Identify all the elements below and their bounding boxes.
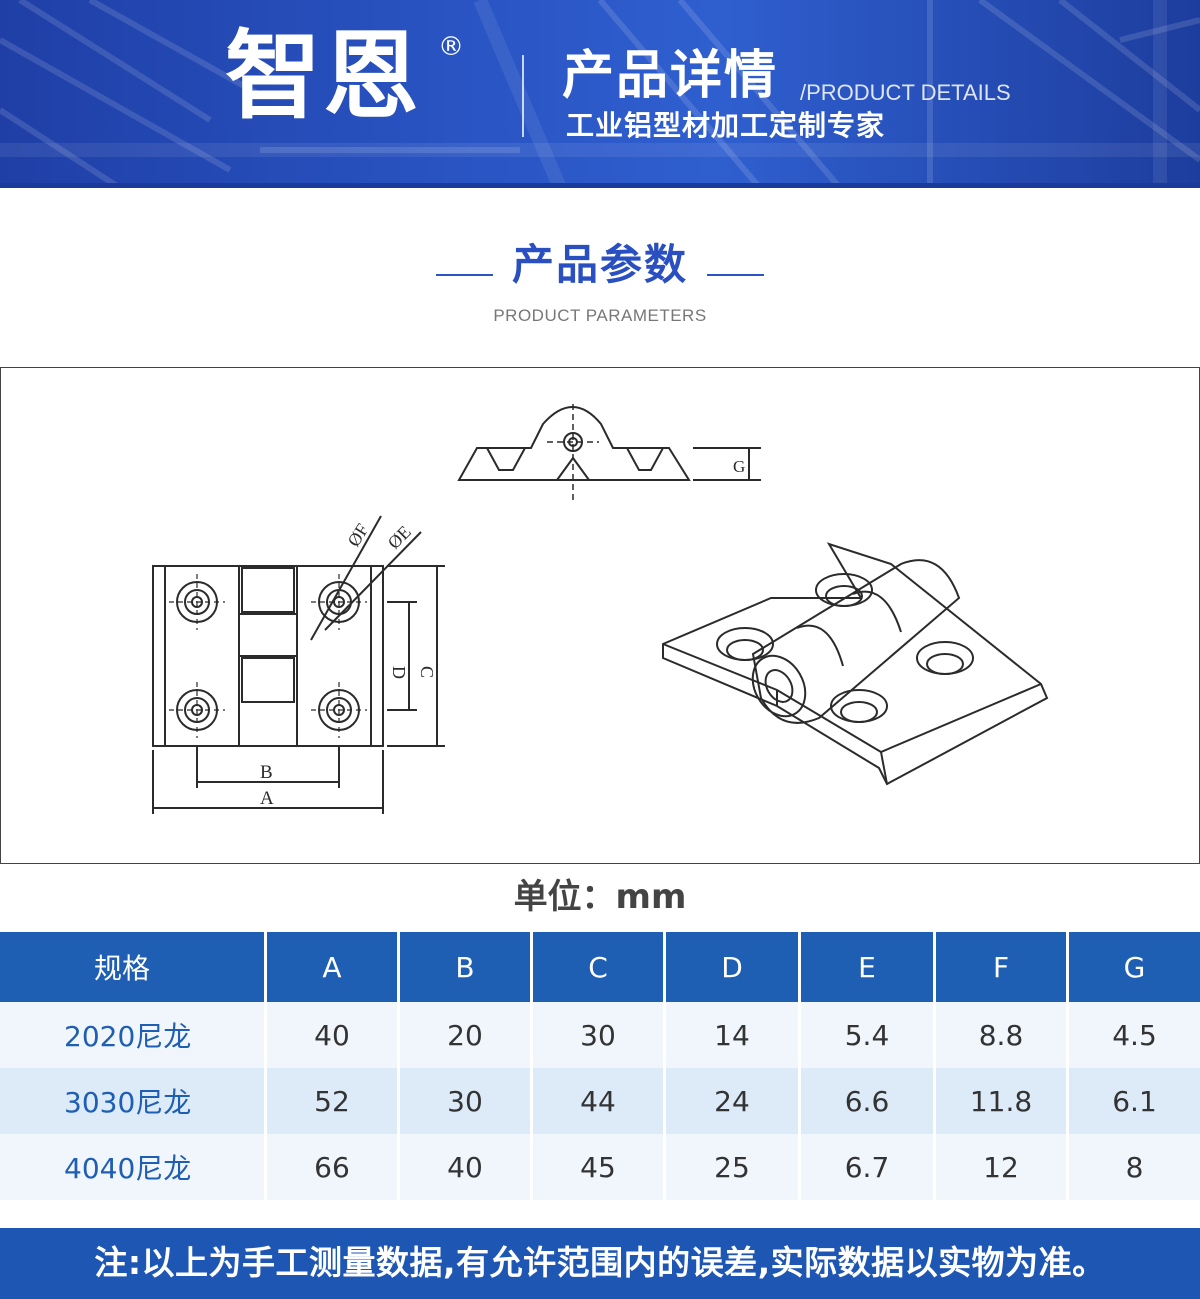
unit-label: 单位：mm xyxy=(513,877,687,917)
banner-subtitle: 工业铝型材加工定制专家 xyxy=(566,109,886,142)
cell-d: 24 xyxy=(666,1068,801,1134)
dim-label-c: C xyxy=(417,666,437,678)
cell-c: 44 xyxy=(533,1068,666,1134)
dim-label-b: B xyxy=(260,762,273,783)
cell-b: 40 xyxy=(400,1134,533,1200)
dim-label-d: D xyxy=(389,666,409,679)
dim-label-a: A xyxy=(260,788,274,809)
cell-spec: 2020尼龙 xyxy=(0,1002,267,1068)
cell-e: 5.4 xyxy=(801,1002,936,1068)
banner-divider xyxy=(522,55,524,137)
hinge-drawing-svg: G xyxy=(152,404,1049,814)
registered-mark: ® xyxy=(438,32,464,62)
cell-f: 11.8 xyxy=(936,1068,1069,1134)
banner-background-pattern xyxy=(0,0,1200,188)
cell-e: 6.7 xyxy=(801,1134,936,1200)
cell-g: 6.1 xyxy=(1069,1068,1200,1134)
header-banner xyxy=(0,0,1200,188)
header-d: D xyxy=(666,932,801,1002)
cell-d: 14 xyxy=(666,1002,801,1068)
table-row: 3030尼龙 52 30 44 24 6.6 11.8 6.1 xyxy=(0,1068,1200,1134)
cell-a: 52 xyxy=(267,1068,400,1134)
technical-drawing: G xyxy=(0,367,1200,864)
header-a: A xyxy=(267,932,400,1002)
dim-label-e: ØE xyxy=(384,522,415,553)
table-row: 2020尼龙 40 20 30 14 5.4 8.8 4.5 xyxy=(0,1002,1200,1068)
section-line-right xyxy=(707,274,764,276)
measurement-note: 注:以上为手工测量数据,有允许范围内的误差,实际数据以实物为准。 xyxy=(94,1243,1106,1282)
cell-c: 45 xyxy=(533,1134,666,1200)
header-b: B xyxy=(400,932,533,1002)
header-e: E xyxy=(801,932,936,1002)
dim-label-f: ØF xyxy=(343,520,372,550)
header-g: G xyxy=(1069,932,1200,1002)
cell-c: 30 xyxy=(533,1002,666,1068)
cell-e: 6.6 xyxy=(801,1068,936,1134)
cell-spec: 4040尼龙 xyxy=(0,1134,267,1200)
section-title: 产品参数 xyxy=(511,240,688,289)
table-header-row: 规格 A B C D E F G xyxy=(0,932,1200,1002)
side-view: G xyxy=(457,404,761,504)
front-view: ØF ØE D C B A xyxy=(152,515,445,814)
cell-f: 12 xyxy=(936,1134,1069,1200)
banner-bottom-strip xyxy=(0,183,1200,188)
cell-g: 8 xyxy=(1069,1134,1200,1200)
banner-title: 产品详情 xyxy=(562,46,779,106)
cell-a: 66 xyxy=(267,1134,400,1200)
dim-label-g: G xyxy=(733,457,745,476)
header-f: F xyxy=(936,932,1069,1002)
cell-b: 20 xyxy=(400,1002,533,1068)
cell-g: 4.5 xyxy=(1069,1002,1200,1068)
section-line-left xyxy=(436,274,493,276)
cell-f: 8.8 xyxy=(936,1002,1069,1068)
brand-logo: 智恩 xyxy=(225,20,421,132)
spec-table: 规格 A B C D E F G 2020尼龙 40 20 30 14 5.4 … xyxy=(0,932,1200,1200)
isometric-view xyxy=(662,542,1049,786)
cell-b: 30 xyxy=(400,1068,533,1134)
header-spec: 规格 xyxy=(0,932,267,1002)
cell-a: 40 xyxy=(267,1002,400,1068)
section-subtitle: PRODUCT PARAMETERS xyxy=(493,306,707,325)
cell-spec: 3030尼龙 xyxy=(0,1068,267,1134)
header-c: C xyxy=(533,932,666,1002)
banner-title-en: /PRODUCT DETAILS xyxy=(800,80,1011,105)
note-bar xyxy=(0,1228,1200,1299)
table-row: 4040尼龙 66 40 45 25 6.7 12 8 xyxy=(0,1134,1200,1200)
cell-d: 25 xyxy=(666,1134,801,1200)
